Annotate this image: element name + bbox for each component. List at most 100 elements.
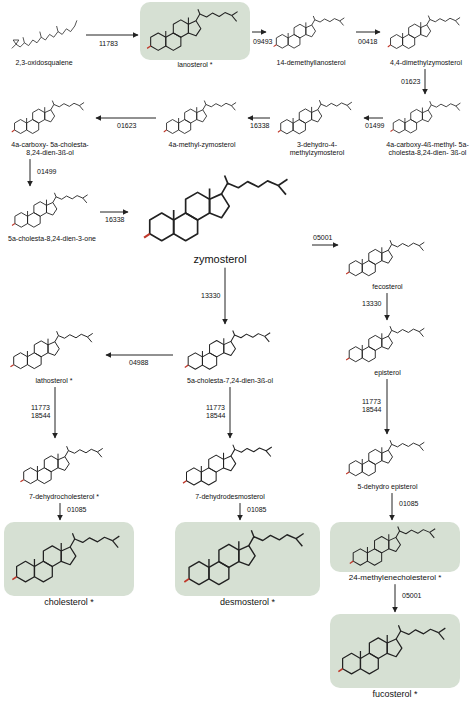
compound-name: cholesterol * — [4, 596, 134, 607]
enzyme-number: 01499 — [36, 168, 57, 176]
compound-name: 7-dehydrocholesterol * — [14, 492, 114, 501]
reaction-arrow — [30, 159, 31, 186]
compound: fecosterol — [340, 236, 435, 291]
enzyme-number: 01085 — [398, 500, 419, 508]
highlighted-compound: desmosterol * — [175, 522, 320, 607]
reaction-arrow — [387, 379, 388, 434]
highlighted-compound: cholesterol * — [4, 522, 134, 607]
molecule-structure — [340, 236, 435, 282]
compound-name: fecosterol — [340, 282, 435, 291]
enzyme-number: 01085 — [246, 506, 267, 514]
structure-plate — [268, 8, 354, 58]
compound-name: 5a-cholesta-7,24-dien-3ß-ol — [175, 376, 285, 385]
structure-plate — [4, 8, 84, 58]
enzyme-number: 13330 — [200, 292, 221, 300]
structure-plate — [272, 96, 362, 140]
molecule-structure — [4, 326, 104, 376]
structure-plate — [340, 236, 435, 282]
enzyme-number: 16338 — [104, 216, 125, 224]
enzyme-number: 05001 — [401, 592, 422, 600]
reaction-arrow — [230, 387, 231, 438]
molecule-structure — [6, 188, 98, 234]
structure-plate — [158, 96, 246, 140]
structure-plate — [14, 440, 114, 492]
enzyme-number: 09493 — [252, 38, 273, 46]
reaction-arrow — [96, 118, 156, 119]
compound-name: fucosterol * — [330, 688, 460, 699]
structure-plate — [140, 2, 250, 60]
compound-name: 2,3-oxidosqualene — [4, 58, 84, 67]
molecule-structure — [272, 96, 362, 140]
enzyme-number: 01085 — [66, 506, 87, 514]
structure-plate — [175, 522, 320, 596]
reaction-arrow — [86, 35, 138, 36]
compound-name: 4a-methyl-zymosterol — [158, 140, 246, 149]
enzyme-number: 11773 18544 — [30, 404, 51, 420]
reaction-arrow — [252, 32, 266, 33]
compound-name: lanosterol * — [140, 60, 250, 69]
compound: 4a-carboxy-4ß-methyl- 5a-cholesta-8,24-d… — [385, 96, 470, 157]
structure-plate — [4, 522, 134, 596]
molecule-structure — [330, 522, 460, 572]
structure-plate — [385, 96, 470, 140]
compound-name: zymosterol — [130, 252, 310, 266]
structure-plate — [6, 96, 94, 140]
compound: 4,4-dimethylzymosterol — [382, 8, 470, 67]
molecule-structure — [4, 8, 84, 58]
compound: 5a-cholesta-8,24-dien-3-one — [6, 188, 98, 243]
reaction-arrow — [387, 293, 388, 320]
compound-name: 4a-carboxy-4ß-methyl- 5a-cholesta-8,24-d… — [385, 140, 470, 157]
molecule-structure — [14, 440, 114, 492]
compound: 7-dehydrodesmosterol — [175, 440, 285, 501]
structure-plate — [382, 8, 470, 58]
enzyme-number: 11773 18544 — [361, 398, 382, 414]
reaction-arrow — [248, 118, 270, 119]
compound-name: lathosterol * — [4, 376, 104, 385]
compound: zymosterol — [130, 168, 310, 266]
reaction-arrow — [106, 355, 173, 356]
compound-name: episterol — [340, 368, 435, 377]
compound-name: 4a-carboxy- 5a-cholesta-8,24-dien-3ß-ol — [6, 140, 94, 157]
molecule-structure — [158, 96, 246, 140]
structure-plate — [330, 522, 460, 572]
enzyme-number: 01499 — [364, 122, 385, 130]
compound-name: 5-dehydro episterol — [340, 482, 435, 491]
enzyme-number: 00418 — [357, 38, 378, 46]
molecule-structure — [4, 522, 134, 596]
molecule-structure — [385, 96, 470, 140]
compound-name: 7-dehydrodesmosterol — [175, 492, 285, 501]
reaction-arrow — [312, 245, 338, 246]
molecule-structure — [175, 440, 285, 492]
molecule-structure — [382, 8, 470, 58]
reaction-arrow — [240, 503, 241, 520]
structure-plate — [130, 168, 310, 252]
reaction-arrow — [364, 118, 383, 119]
compound-name: 24-methylenecholesterol * — [330, 572, 460, 582]
enzyme-number: 01623 — [400, 78, 421, 86]
compound: 7-dehydrocholesterol * — [14, 440, 114, 501]
structure-plate — [340, 322, 435, 368]
compound-name: 5a-cholesta-8,24-dien-3-one — [6, 234, 98, 243]
structure-plate — [175, 326, 285, 376]
reaction-arrow — [356, 32, 380, 33]
highlighted-compound: lanosterol * — [140, 2, 250, 69]
molecule-structure — [140, 2, 250, 60]
molecule-structure — [330, 614, 460, 688]
reaction-arrow — [395, 584, 396, 612]
compound: 5-dehydro episterol — [340, 436, 435, 491]
enzyme-number: 13330 — [361, 300, 382, 308]
enzyme-number: 05001 — [312, 234, 333, 242]
structure-plate — [330, 614, 460, 688]
highlighted-compound: 24-methylenecholesterol * — [330, 522, 460, 582]
enzyme-number: 01623 — [116, 122, 137, 130]
enzyme-number: 11773 18544 — [205, 404, 226, 420]
reaction-arrow — [60, 503, 61, 520]
structure-plate — [175, 440, 285, 492]
molecule-structure — [340, 436, 435, 482]
molecule-structure — [130, 168, 310, 252]
compound: 4a-methyl-zymosterol — [158, 96, 246, 149]
enzyme-number: 04988 — [128, 359, 149, 367]
molecule-structure — [6, 96, 94, 140]
compound-name: 4,4-dimethylzymosterol — [382, 58, 470, 67]
compound: lathosterol * — [4, 326, 104, 385]
